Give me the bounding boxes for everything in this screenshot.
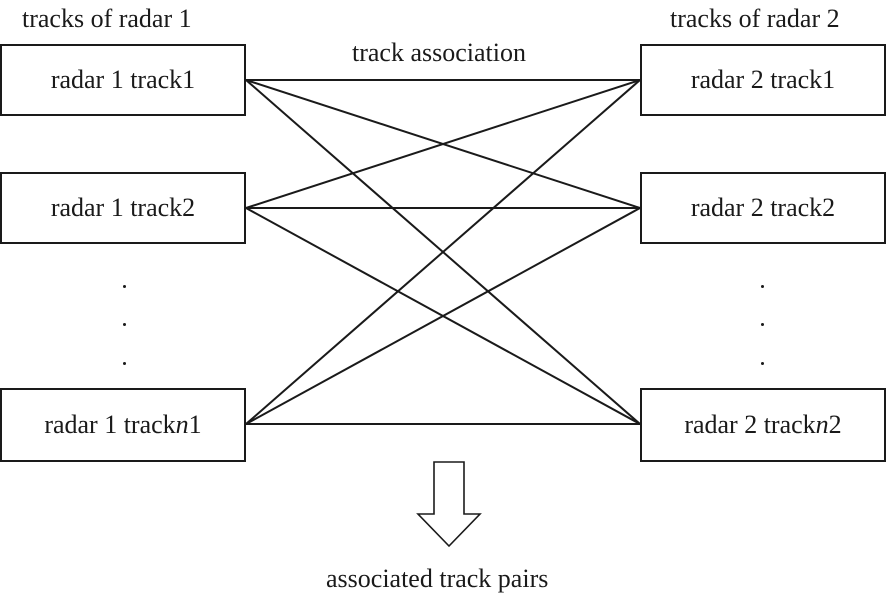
link-ln-r1	[245, 79, 641, 425]
left-ellipsis-dot-3	[123, 362, 126, 365]
right-track-1-prefix: radar 2 track	[690, 65, 823, 94]
right-track-2-prefix: radar 2 track	[690, 193, 823, 222]
right-track-n2-suffix: 2	[828, 410, 842, 439]
left-track-1-suffix: 1	[182, 65, 196, 94]
output-label: associated track pairs	[326, 564, 549, 593]
right-track-n2-index-italic: n	[815, 410, 829, 439]
left-track-n1-index-italic: n	[175, 410, 189, 439]
left-ellipsis-dot-1	[123, 285, 126, 288]
left-track-n1-suffix: 1	[188, 410, 202, 439]
link-ln-r2	[245, 207, 641, 425]
left-ellipsis-dot-2	[123, 323, 126, 326]
association-label: track association	[350, 38, 528, 68]
right-track-2-suffix: 2	[822, 193, 836, 222]
right-track-n2-prefix: radar 2 track	[684, 410, 816, 439]
left-track-2-suffix: 2	[182, 193, 196, 222]
left-track-2-prefix: radar 1 track	[50, 193, 183, 222]
left-track-1-box: radar 1 track 1	[0, 44, 246, 116]
right-ellipsis-dot-1	[761, 285, 764, 288]
right-track-1-suffix: 1	[822, 65, 836, 94]
link-l2-r1	[245, 79, 641, 209]
down-arrow-icon	[416, 461, 482, 548]
right-track-1-box: radar 2 track 1	[640, 44, 886, 116]
right-group-title: tracks of radar 2	[670, 4, 840, 33]
left-track-2-box: radar 1 track 2	[0, 172, 246, 244]
left-track-1-prefix: radar 1 track	[50, 65, 183, 94]
left-track-n1-prefix: radar 1 track	[44, 410, 176, 439]
right-track-2-box: radar 2 track 2	[640, 172, 886, 244]
right-ellipsis-dot-2	[761, 323, 764, 326]
left-group-title: tracks of radar 1	[22, 4, 192, 33]
right-ellipsis-dot-3	[761, 362, 764, 365]
